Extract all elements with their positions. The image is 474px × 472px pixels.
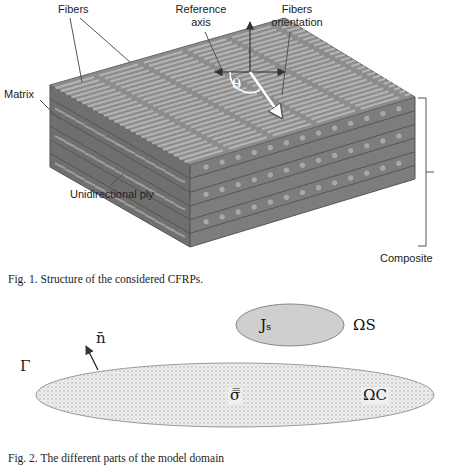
domain-name: ΩC bbox=[361, 387, 389, 404]
quantity-symbol: Jₛ bbox=[258, 317, 273, 334]
quantity-symbol: σ̿ bbox=[228, 387, 242, 404]
domain-name: ΩS bbox=[351, 317, 378, 334]
part-label: Composite bbox=[380, 252, 460, 265]
figure-caption: Fig. 2. The different parts of the model… bbox=[8, 452, 224, 464]
part-label: Fibers orientation bbox=[262, 3, 332, 28]
ellipse-outline bbox=[235, 303, 345, 347]
part-label: Matrix bbox=[4, 88, 54, 101]
domain-ellipse: JₛΩS bbox=[235, 303, 345, 347]
normal-symbol: n̄ bbox=[96, 330, 114, 347]
boundary-symbol: Γ bbox=[20, 358, 38, 375]
part-label: Fibers bbox=[58, 3, 118, 16]
domain-ellipse: σ̿ ΩC bbox=[35, 362, 435, 428]
figure-caption: Fig. 1. Structure of the considered CFRP… bbox=[8, 273, 203, 285]
part-label: Reference axis bbox=[172, 3, 230, 28]
angle-symbol: θ bbox=[232, 76, 248, 93]
part-label: Unidirectional ply bbox=[70, 188, 155, 201]
